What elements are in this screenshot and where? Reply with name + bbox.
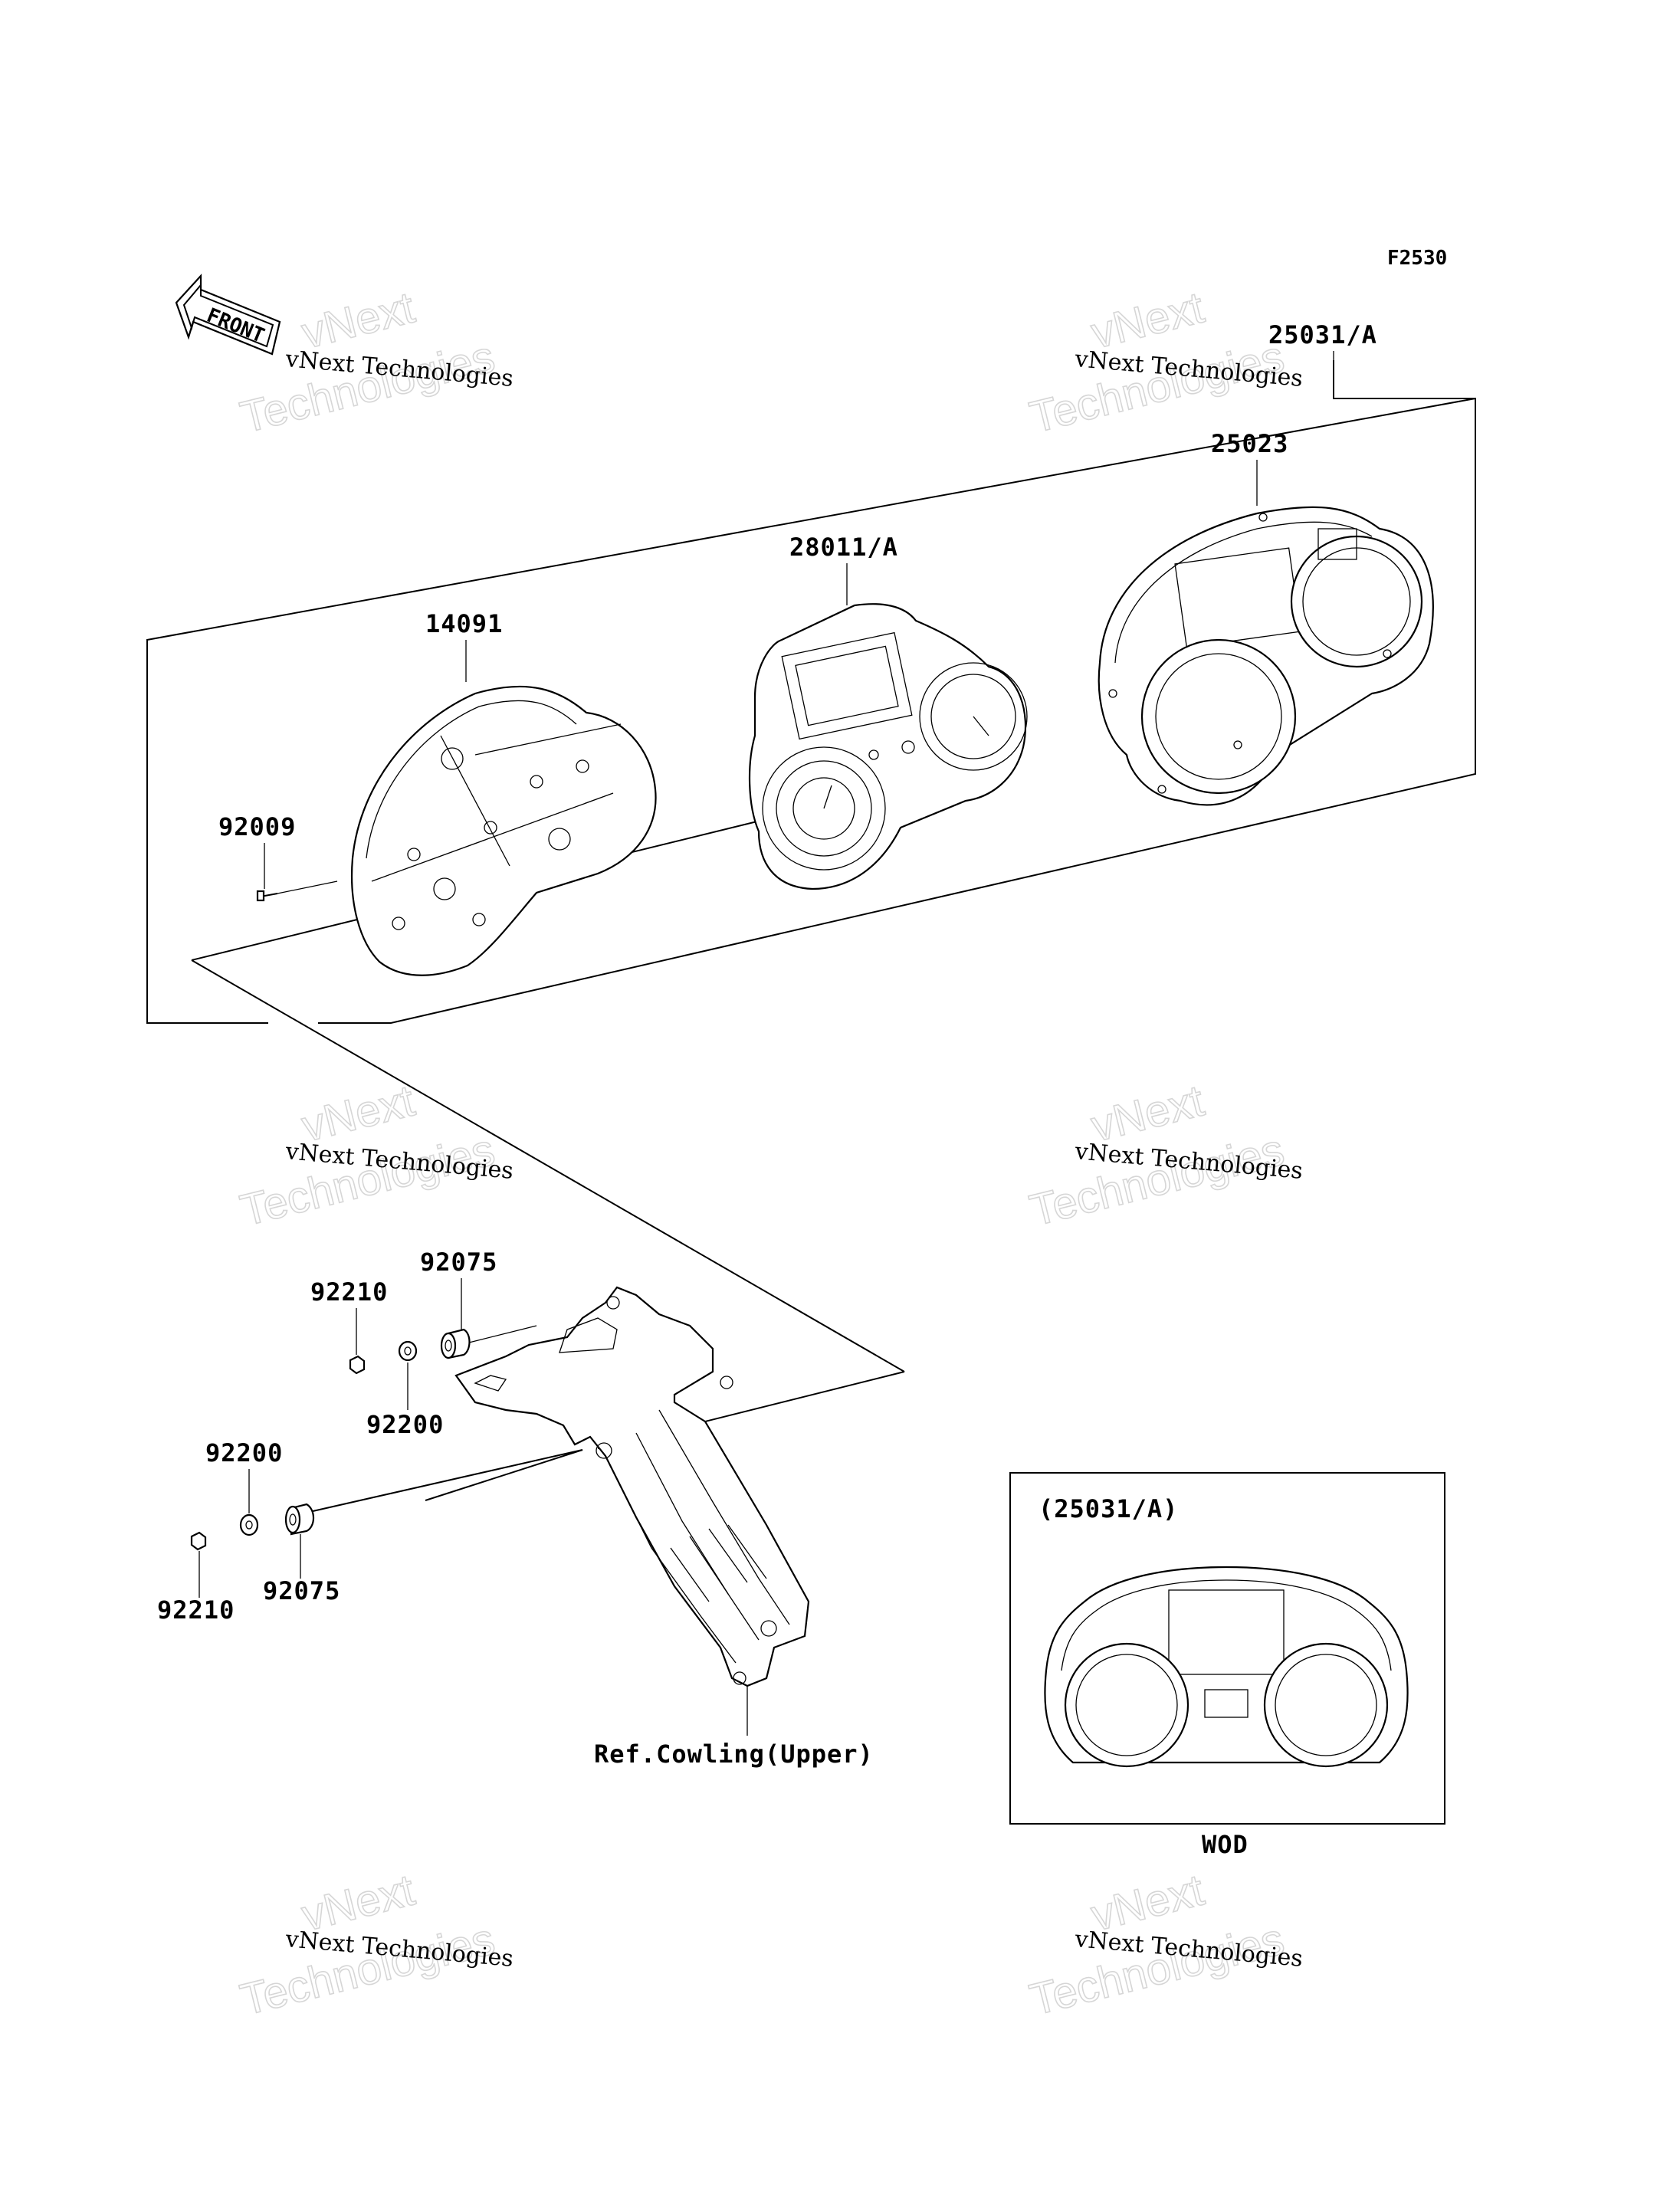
watermark-top-right: vNext Technologies vNext Technologies (1025, 282, 1304, 444)
front-arrow-icon: FRONT (175, 274, 281, 356)
meter-case-25023 (1098, 506, 1434, 806)
washer-92200-upper-icon (398, 1340, 418, 1362)
part-label-92075-upper: 92075 (420, 1248, 497, 1277)
damper-92075-lower-icon (284, 1503, 315, 1536)
screw-92009-icon (256, 890, 278, 902)
part-label-14091: 14091 (425, 609, 503, 638)
nut-92210-upper-icon (349, 1355, 366, 1375)
inset-caption: WOD (1202, 1830, 1249, 1859)
damper-92075-upper-icon (440, 1328, 471, 1359)
nut-92210-lower-icon (190, 1531, 207, 1551)
part-label-25031a: 25031/A (1268, 320, 1377, 349)
watermark-bottom-right: vNext Technologies vNext Technologies (1025, 1864, 1304, 2026)
watermark-mid-right: vNext Technologies vNext Technologies (1025, 1075, 1304, 1237)
svg-text:Technologies: Technologies (235, 1125, 499, 1236)
watermark-top-left: vNext Technologies vNext Technologies (235, 282, 515, 444)
part-label-25023: 25023 (1211, 429, 1288, 458)
part-label-28011a: 28011/A (789, 533, 898, 562)
svg-text:Technologies: Technologies (1025, 1125, 1288, 1236)
variant-inset: (25031/A) WOD (1009, 1472, 1445, 1859)
reference-label: Ref.Cowling(Upper) (594, 1740, 874, 1769)
svg-text:Technologies: Technologies (1025, 1914, 1288, 2025)
part-label-92200-lower: 92200 (205, 1438, 283, 1467)
watermark-mid-left: vNext Technologies vNext Technologies (235, 1075, 515, 1237)
part-label-92009: 92009 (218, 812, 296, 841)
svg-text:Technologies: Technologies (235, 1914, 499, 2025)
svg-text:vNext: vNext (1086, 283, 1209, 359)
meter-cover-14091 (350, 685, 657, 976)
part-label-92200-upper: 92200 (366, 1410, 444, 1439)
meter-bracket (454, 1286, 810, 1687)
inset-title: (25031/A) (1039, 1494, 1178, 1523)
figure-code: F2530 (1387, 247, 1447, 270)
part-label-92210-upper: 92210 (310, 1277, 388, 1307)
watermark-bottom-left: vNext Technologies vNext Technologies (235, 1864, 515, 2026)
svg-text:vNext: vNext (297, 283, 419, 359)
part-label-92075-lower: 92075 (263, 1576, 340, 1605)
meter-unit-28011a (748, 603, 1028, 890)
part-label-92210-lower: 92210 (157, 1595, 235, 1625)
washer-92200-lower-icon (239, 1513, 259, 1536)
